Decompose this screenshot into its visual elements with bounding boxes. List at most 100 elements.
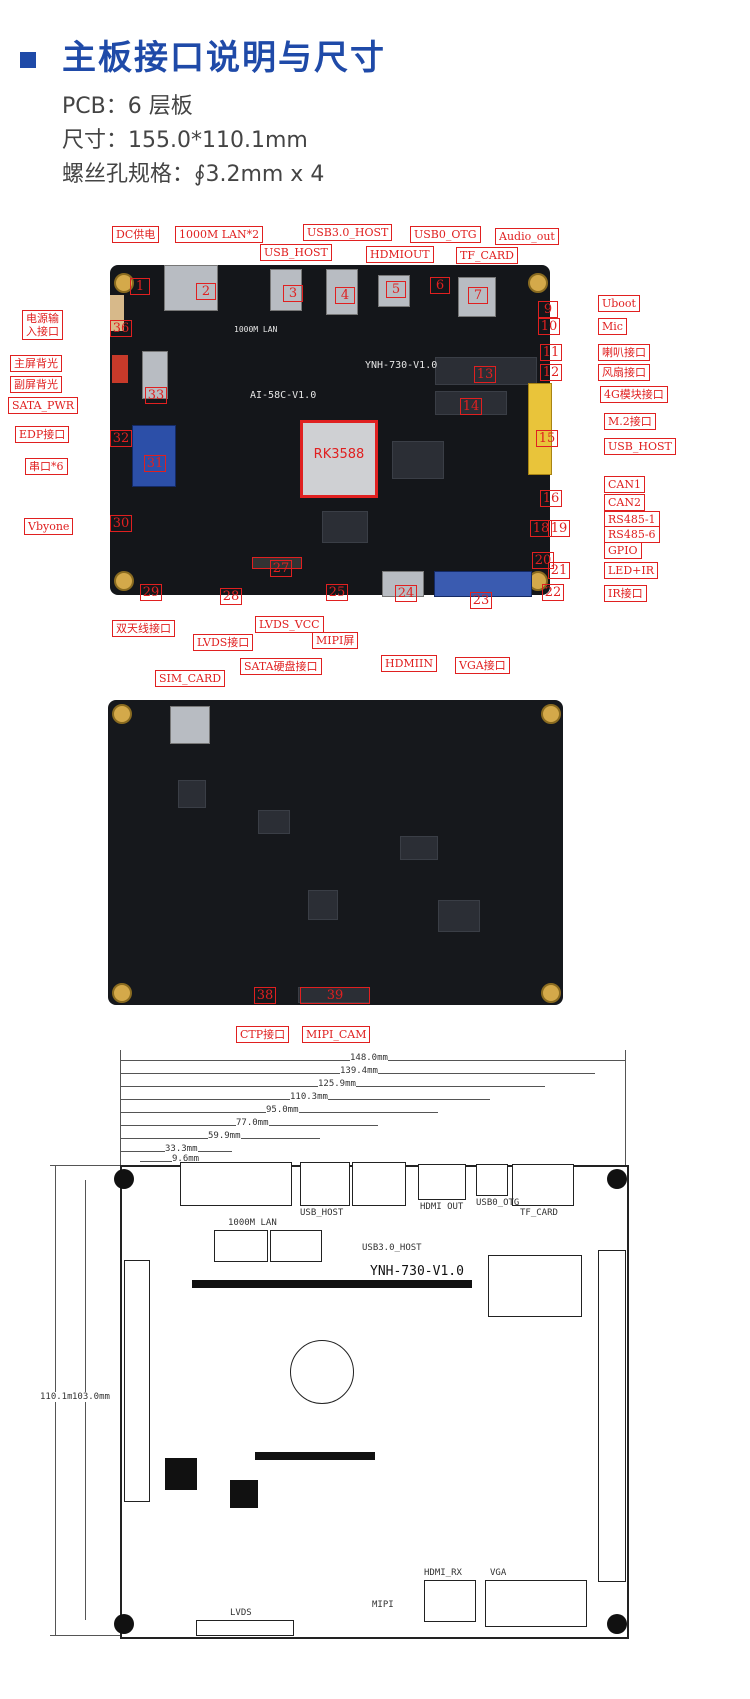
backlight-connector xyxy=(112,355,128,383)
marker-1: 1 xyxy=(130,278,150,295)
draw-left-connectors xyxy=(124,1260,150,1502)
lan-port xyxy=(164,265,218,311)
mount-hole-icon xyxy=(114,1614,134,1634)
marker-5: 5 xyxy=(386,281,406,298)
back-chip xyxy=(438,900,480,932)
label-sim-card: SIM_CARD xyxy=(155,670,226,687)
sata-power-connector xyxy=(142,351,168,399)
label-usb-host-right: USB_HOST xyxy=(604,438,676,455)
label-vbyone: Vbyone xyxy=(24,518,74,535)
hdmi-in-port xyxy=(382,571,424,597)
marker-9: 9 xyxy=(538,301,558,318)
label-vga: VGA接口 xyxy=(455,657,510,674)
draw-chip xyxy=(165,1458,197,1490)
back-chip xyxy=(258,810,290,834)
draw-silk-lan: 1000M LAN xyxy=(228,1218,277,1228)
draw-chip xyxy=(230,1480,258,1508)
back-chip xyxy=(400,836,438,860)
label-uboot: Uboot xyxy=(598,295,640,312)
marker-28: 28 xyxy=(220,588,242,605)
marker-27: 27 xyxy=(270,560,292,577)
label-power-in: 电源输 入接口 xyxy=(22,310,63,340)
draw-usb xyxy=(300,1162,350,1206)
marker-12: 12 xyxy=(540,364,562,381)
mount-hole-icon xyxy=(528,273,548,293)
marker-14: 14 xyxy=(460,398,482,415)
label-m2: M.2接口 xyxy=(604,413,656,430)
header: 主板接口说明与尺寸 PCB：6 层板 尺寸：155.0*110.1mm 螺丝孔规… xyxy=(0,0,750,230)
dim-77: 77.0mm xyxy=(236,1118,269,1128)
draw-silk-otg: USB0_OTG xyxy=(476,1198,520,1208)
mount-hole-icon xyxy=(607,1614,627,1634)
marker-21: 21 xyxy=(548,562,570,579)
mount-hole-icon xyxy=(607,1169,627,1189)
draw-ic xyxy=(270,1230,322,1262)
label-led-ir: LED+IR xyxy=(604,562,658,579)
dim-line xyxy=(140,1161,172,1162)
draw-board-name: YNH-730-V1.0 xyxy=(370,1264,464,1279)
label-serial: 串口*6 xyxy=(25,458,68,475)
label-usb30: USB3.0_HOST xyxy=(303,224,393,241)
dim-59: 59.9mm xyxy=(208,1131,241,1141)
dimension-drawing: 148.0mm 139.4mm 125.9mm 110.3mm 95.0mm 7… xyxy=(0,1040,750,1699)
tf-slot xyxy=(458,277,496,317)
label-can1: CAN1 xyxy=(604,476,645,493)
draw-silk-hdmi: HDMI OUT xyxy=(420,1202,464,1212)
marker-32: 32 xyxy=(110,430,132,447)
label-sub-backlight: 副屏背光 xyxy=(10,376,62,393)
mount-hole-icon xyxy=(114,571,134,591)
dim-95: 95.0mm xyxy=(266,1105,299,1115)
front-board-photo: YNH-730-V1.0 AI-58C-V1.0 1000M LAN xyxy=(110,265,552,597)
marker-2: 2 xyxy=(196,283,216,300)
mount-hole-icon xyxy=(541,983,561,1003)
label-mipi-screen: MIPI屏 xyxy=(312,632,359,649)
page-title: 主板接口说明与尺寸 xyxy=(62,38,386,78)
spec-pcb: PCB：6 层板 xyxy=(62,94,193,119)
dim-125: 125.9mm xyxy=(318,1079,356,1089)
silk-model: AI-58C-V1.0 xyxy=(250,390,317,401)
marker-36: 36 xyxy=(110,320,132,337)
label-audio-out: Audio_out xyxy=(495,228,559,245)
marker-10: 10 xyxy=(538,318,560,335)
draw-silk-tf: TF_CARD xyxy=(520,1208,558,1218)
cpu-label: RK3588 xyxy=(313,447,365,462)
marker-23: 23 xyxy=(470,592,492,609)
dim-vline xyxy=(120,1050,121,1165)
serial-connector xyxy=(132,425,176,487)
power-connector xyxy=(110,295,124,331)
draw-lvds xyxy=(196,1620,294,1636)
draw-hdmi-in xyxy=(424,1580,476,1622)
dim-110-1: 110.1mm xyxy=(40,1392,78,1402)
label-main-backlight: 主屏背光 xyxy=(10,355,62,372)
label-hdmiin: HDMIIN xyxy=(381,655,437,672)
marker-4: 4 xyxy=(335,287,355,304)
marker-16: 16 xyxy=(540,490,562,507)
label-lvds-vcc: LVDS_VCC xyxy=(255,616,324,633)
spec-size: 尺寸：155.0*110.1mm xyxy=(62,128,308,153)
label-usb0-otg: USB0_OTG xyxy=(410,226,481,243)
label-rs485-1: RS485-1 xyxy=(604,511,660,528)
silk-board-name: YNH-730-V1.0 xyxy=(365,360,438,371)
dim-line xyxy=(50,1635,120,1636)
draw-silk-mipi: MIPI xyxy=(372,1600,394,1610)
marker-25: 25 xyxy=(326,584,348,601)
draw-otg xyxy=(476,1164,508,1196)
dim-148: 148.0mm xyxy=(350,1053,388,1063)
label-ir: IR接口 xyxy=(604,585,647,602)
usb3-port xyxy=(326,269,358,315)
marker-38: 38 xyxy=(254,987,276,1004)
draw-battery xyxy=(290,1340,354,1404)
draw-vga xyxy=(485,1580,587,1627)
draw-lan xyxy=(180,1162,292,1206)
draw-silk-hdmi-rx: HDMI_RX xyxy=(424,1568,462,1578)
draw-module xyxy=(488,1255,582,1317)
marker-3: 3 xyxy=(283,285,303,302)
draw-silk-usb3: USB3.0_HOST xyxy=(362,1243,422,1253)
marker-6: 6 xyxy=(430,277,450,294)
dim-line xyxy=(50,1165,120,1166)
draw-tf xyxy=(512,1164,574,1206)
mount-hole-icon xyxy=(114,273,134,293)
label-can2: CAN2 xyxy=(604,494,645,511)
sim-slot xyxy=(170,706,210,744)
label-fan: 风扇接口 xyxy=(598,364,650,381)
